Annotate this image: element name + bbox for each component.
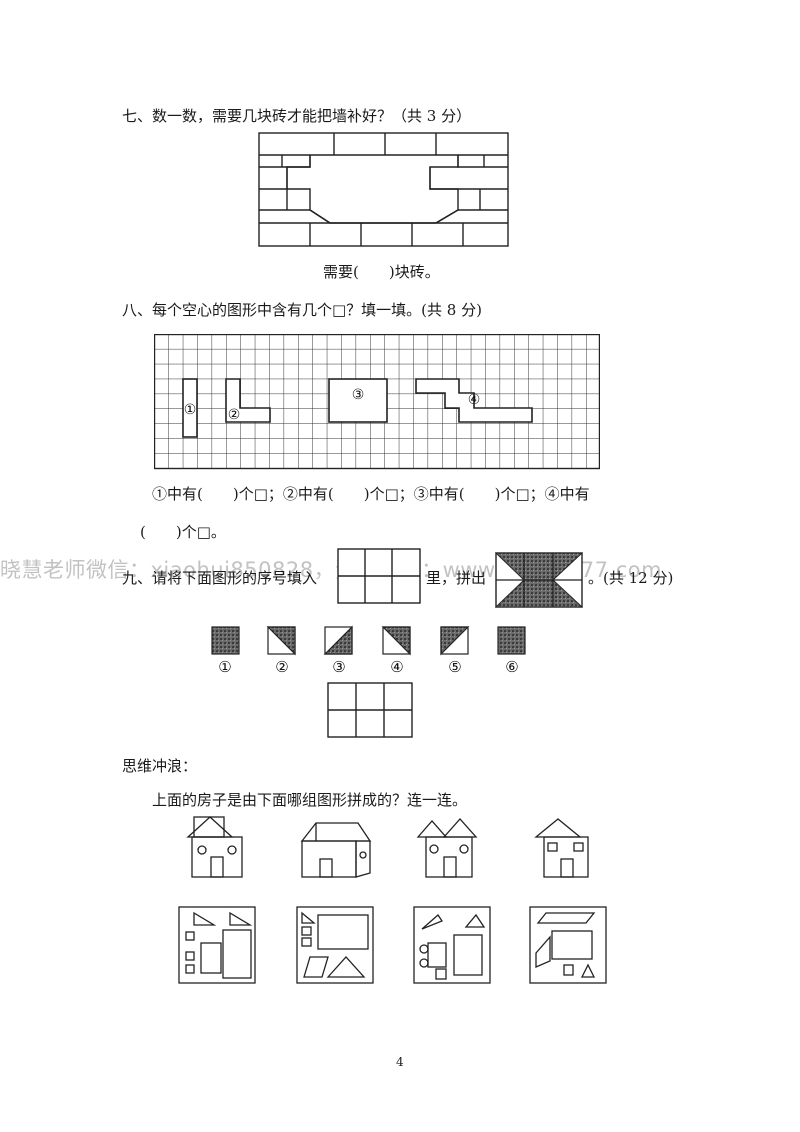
answer-grid-small [337, 548, 421, 604]
page-number: 4 [396, 1055, 404, 1069]
house-2 [300, 822, 372, 878]
piece-6 [497, 626, 526, 655]
piece-2 [266, 626, 296, 656]
q8-answer-line1: ①中有( )个□；②中有( )个□；③中有( )个□；④中有 [152, 485, 590, 503]
shape-2-label: ② [228, 407, 241, 423]
q9-title-part1: 九、请将下面图形的序号填入 [122, 569, 318, 587]
shape-3-label: ③ [352, 387, 365, 403]
shape-3 [328, 378, 388, 423]
q8-title: 八、每个空心的图形中含有几个□？填一填。(共 8 分) [122, 301, 482, 319]
square-grid-figure: ① ② ③ ④ [154, 334, 600, 470]
shape-4 [415, 378, 533, 423]
q7-title: 七、数一数，需要几块砖才能把墙补好？（共 3 分） [122, 107, 472, 125]
option-box-3[interactable] [413, 906, 491, 984]
piece-5-label: ⑤ [448, 658, 461, 676]
option-box-2[interactable] [296, 906, 374, 984]
q9-title-part3: 。(共 12 分) [588, 569, 674, 587]
target-pattern [495, 552, 583, 608]
piece-2-label: ② [275, 658, 288, 676]
piece-1 [211, 626, 240, 655]
piece-5 [440, 626, 470, 656]
pieces-row: ① ② ③ ④ ⑤ ⑥ [211, 625, 526, 676]
piece-1-label: ① [218, 658, 231, 676]
houses-row [186, 816, 589, 878]
shape-1-label: ① [184, 402, 197, 418]
option-box-1[interactable] [178, 906, 256, 984]
house-3 [416, 818, 478, 878]
shape-4-label: ④ [468, 392, 481, 408]
q8-answer-line2: ( )个□。 [140, 523, 226, 541]
piece-4 [381, 626, 411, 656]
q9-title-part2: 里，拼出 [426, 569, 487, 587]
thinking-prompt: 上面的房子是由下面哪组图形拼成的？连一连。 [152, 791, 468, 809]
shape-1 [182, 378, 198, 438]
q7-answer: 需要( )块砖。 [323, 263, 440, 281]
piece-6-label: ⑥ [505, 658, 518, 676]
answer-grid-large [327, 682, 413, 738]
brick-wall-figure [258, 132, 509, 247]
piece-4-label: ④ [390, 658, 403, 676]
house-4 [534, 818, 589, 878]
piece-3-label: ③ [332, 658, 345, 676]
house-1 [186, 816, 243, 878]
thinking-heading: 思维冲浪： [122, 757, 198, 775]
piece-3 [323, 625, 353, 655]
options-row [178, 906, 607, 984]
option-box-4[interactable] [529, 906, 607, 984]
shape-2 [225, 378, 271, 423]
